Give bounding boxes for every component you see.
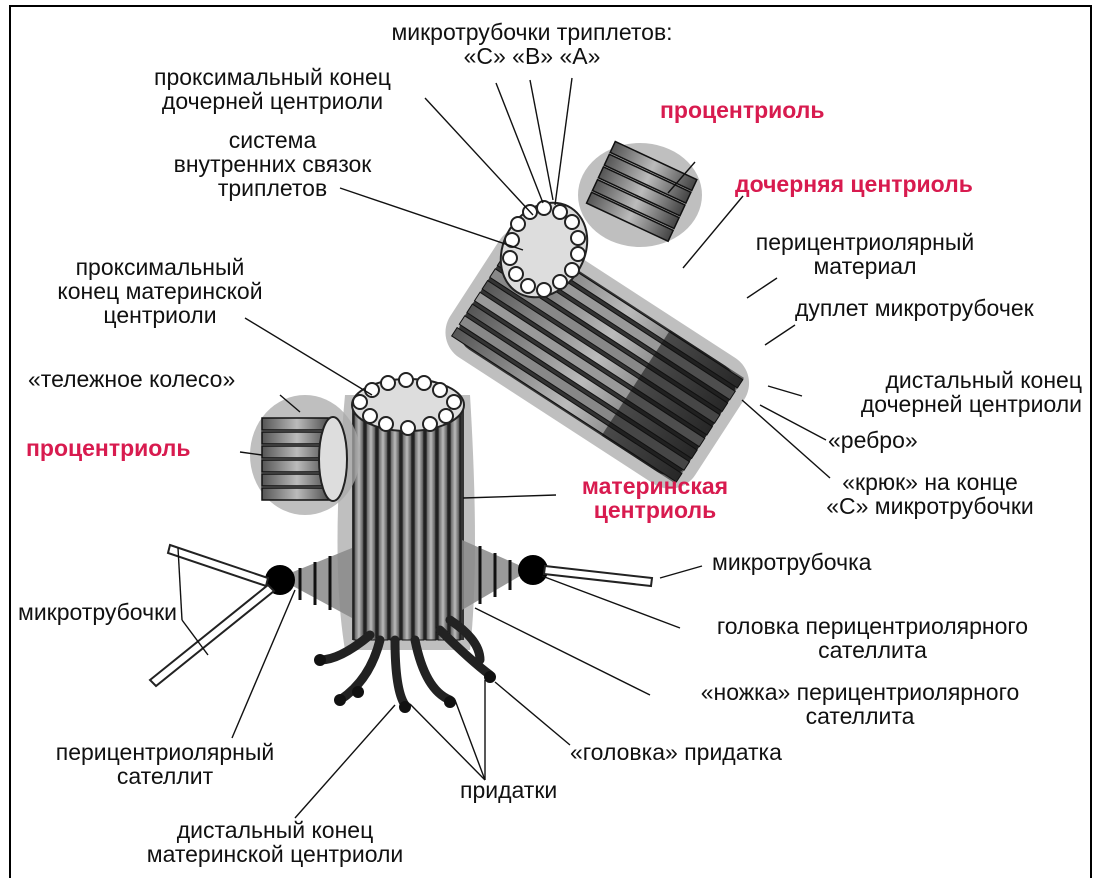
label-mother-centriole: материнская центриоль — [555, 474, 755, 522]
label-satellite-head: головка перицентриолярного сателлита — [675, 614, 1070, 662]
label-appendages: придатки — [460, 778, 557, 802]
label-proximal-end-daughter: проксимальный конец дочерней центриоли — [115, 65, 430, 113]
label-procentriole-left: процентриоль — [26, 436, 191, 460]
label-proximal-end-mother: проксимальный конец материнской центриол… — [30, 255, 290, 327]
label-cartwheel: «тележное колесо» — [28, 367, 235, 391]
label-doublet: дуплет микротрубочек — [795, 296, 1034, 320]
label-distal-end-daughter: дистальный конец дочерней центриоли — [790, 368, 1082, 416]
label-satellite-stalk: «ножка» перицентриолярного сателлита — [655, 680, 1065, 728]
label-daughter-centriole: дочерняя центриоль — [735, 172, 973, 196]
procentriole-top-body — [578, 142, 702, 247]
procentriole-left-body — [250, 395, 360, 515]
label-microtubule: микротрубочка — [712, 550, 871, 574]
label-procentriole-top: процентриоль — [660, 98, 825, 122]
label-pericentriolar-material: перицентриолярный материал — [730, 230, 1000, 278]
label-internal-links: система внутренних связок триплетов — [130, 128, 415, 200]
label-distal-end-mother: дистальный конец материнской центриоли — [115, 818, 435, 866]
label-appendage-head: «головка» придатка — [570, 740, 782, 764]
label-pericentriolar-satellite: перицентриолярный сателлит — [20, 740, 310, 788]
label-microtubules-triplets: микротрубочки триплетов: «C» «B» «A» — [352, 20, 712, 68]
label-microtubules: микротрубочки — [18, 600, 177, 624]
label-rib: «ребро» — [828, 428, 918, 452]
label-hook: «крюк» на конце «C» микротрубочки — [790, 470, 1070, 518]
